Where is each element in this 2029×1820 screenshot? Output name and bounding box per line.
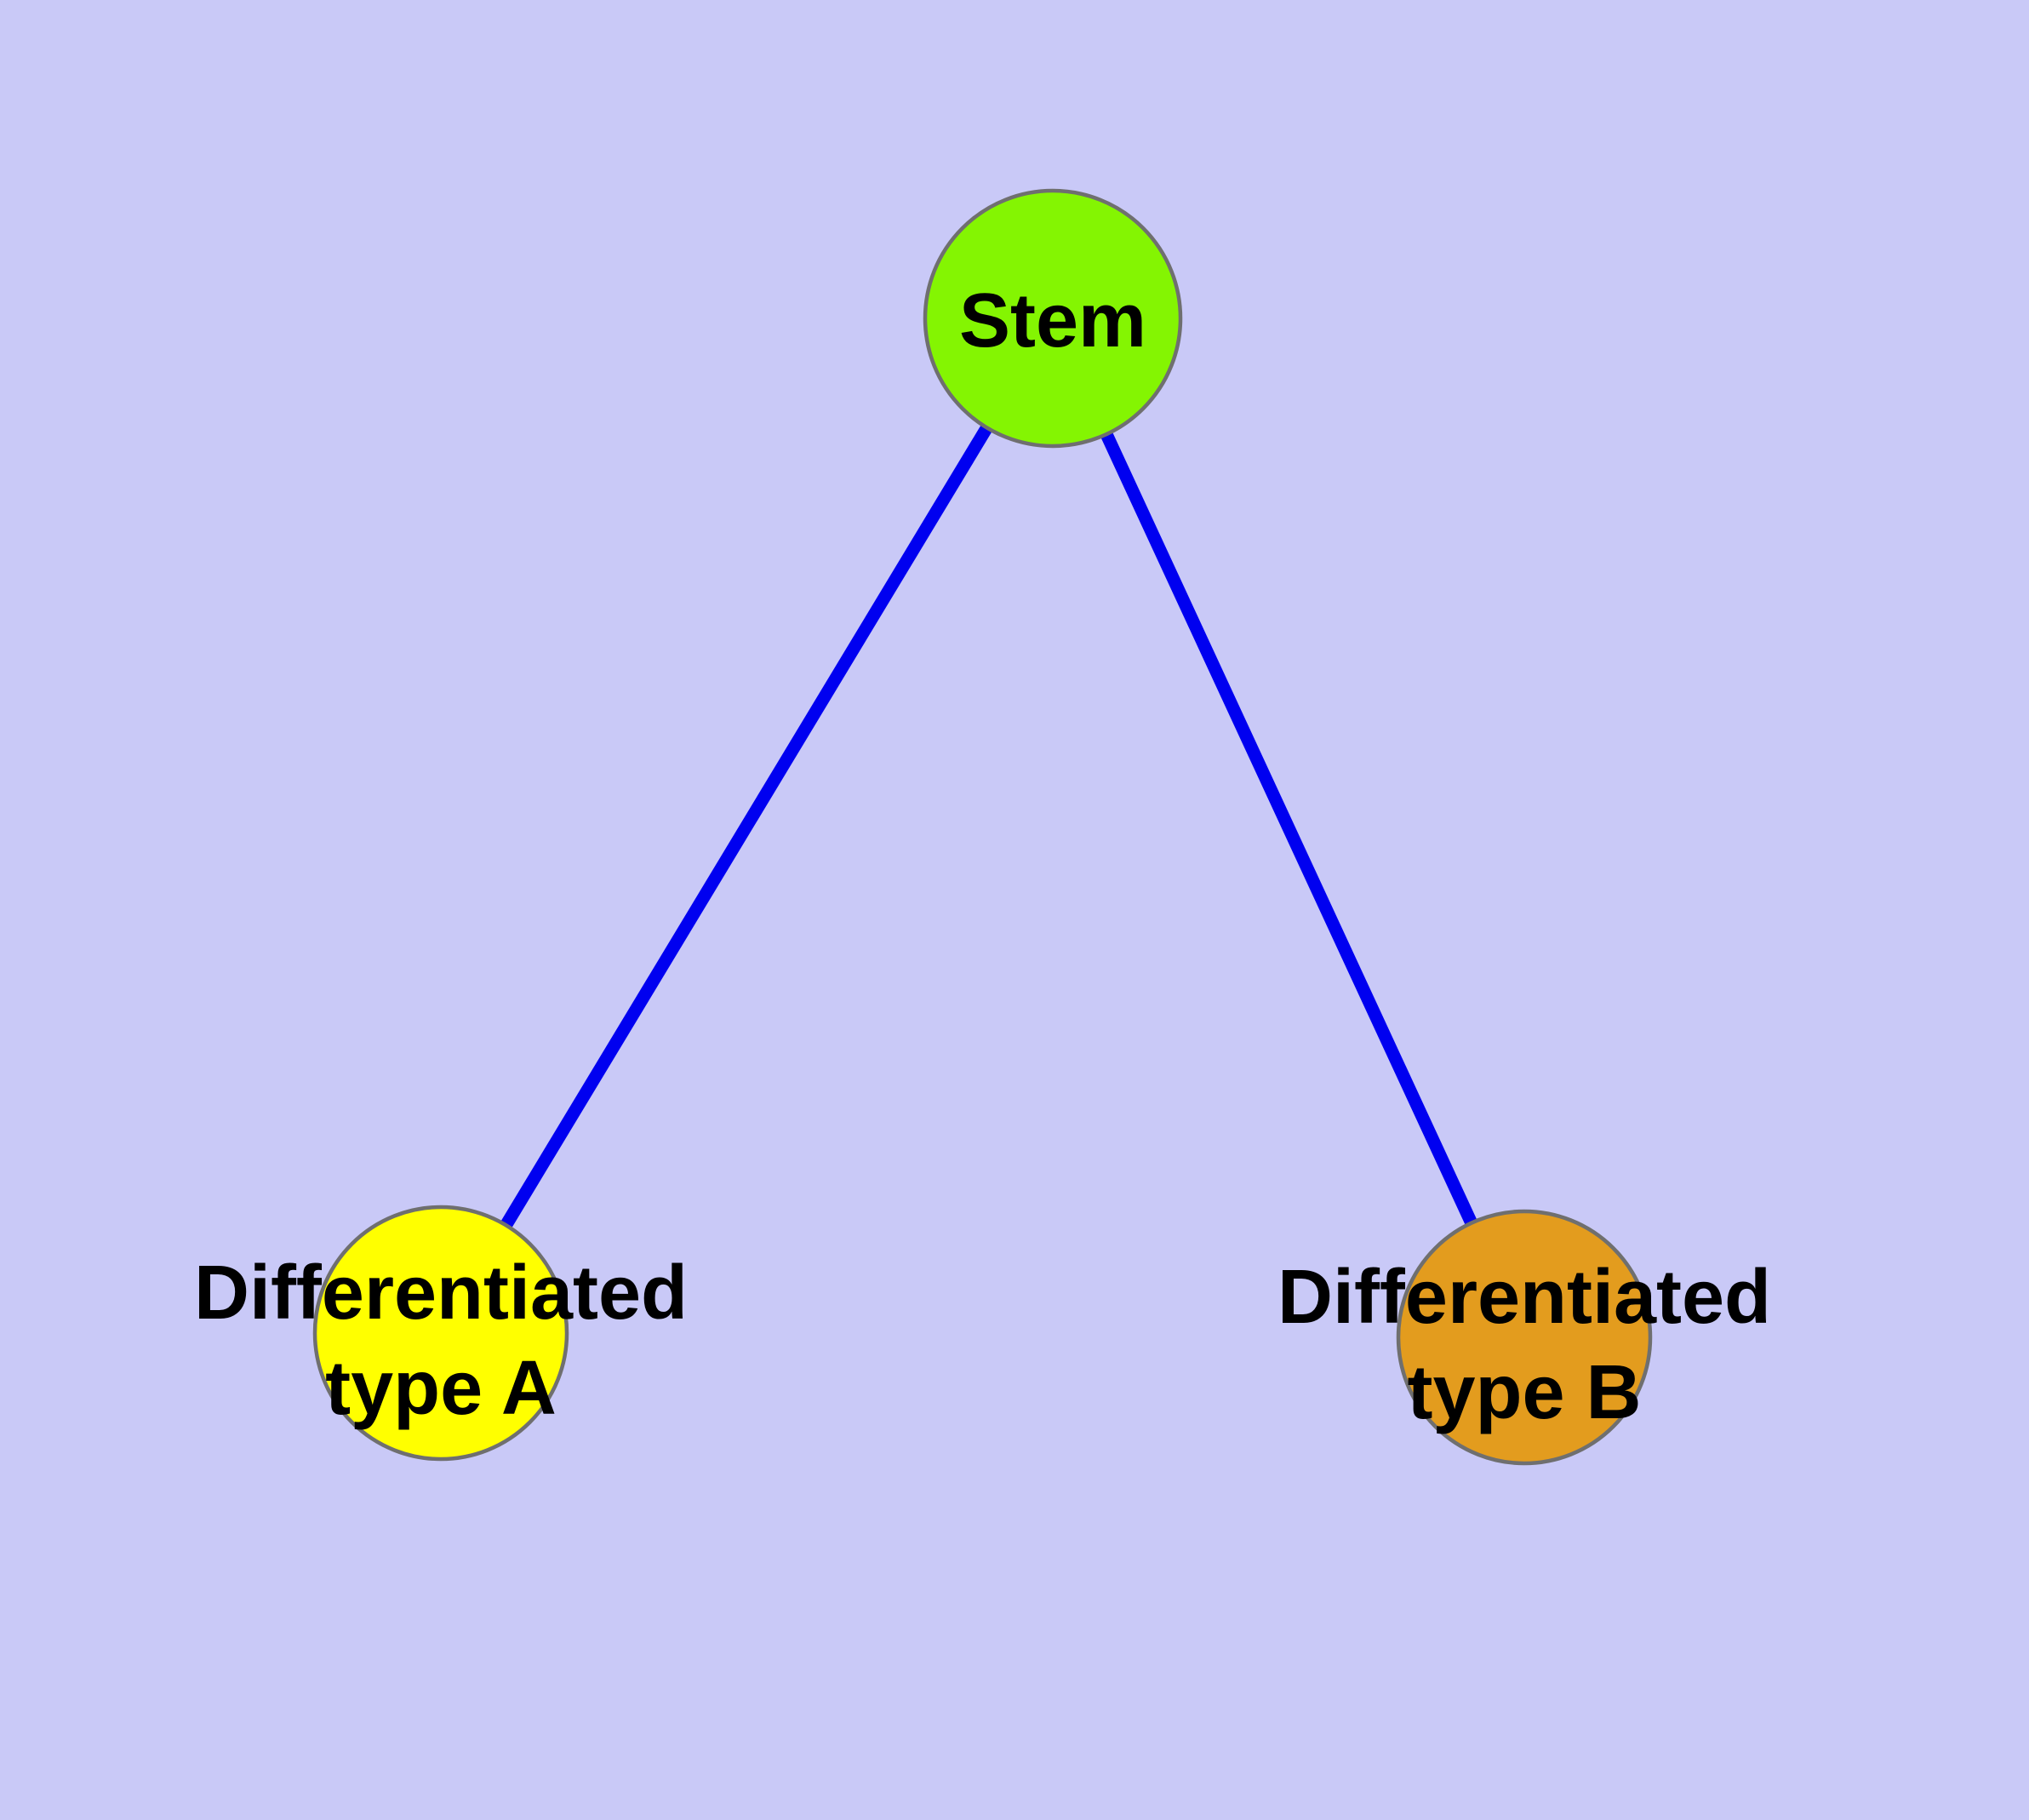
edge-stem-to-differentiated-type-a bbox=[435, 315, 1059, 1336]
node-label-line: Differentiated bbox=[194, 1251, 688, 1336]
edges-layer bbox=[435, 315, 1530, 1341]
node-label-line: Stem bbox=[959, 278, 1146, 363]
nodes-layer bbox=[312, 188, 1653, 1466]
edge-stem-to-differentiated-type-b bbox=[1047, 315, 1530, 1341]
node-label-line: type B bbox=[1407, 1350, 1641, 1435]
node-stem bbox=[923, 188, 1183, 449]
node-label-line: type A bbox=[325, 1346, 557, 1431]
node-label-stem: Stem bbox=[959, 278, 1146, 363]
node-differentiated-type-a bbox=[312, 1205, 569, 1462]
node-label-differentiated-type-b: Differentiated type B bbox=[1277, 1255, 1771, 1435]
node-label-differentiated-type-a: Differentiated type A bbox=[194, 1251, 688, 1431]
node-label-line: Differentiated bbox=[1277, 1255, 1771, 1340]
node-differentiated-type-b bbox=[1396, 1209, 1653, 1466]
